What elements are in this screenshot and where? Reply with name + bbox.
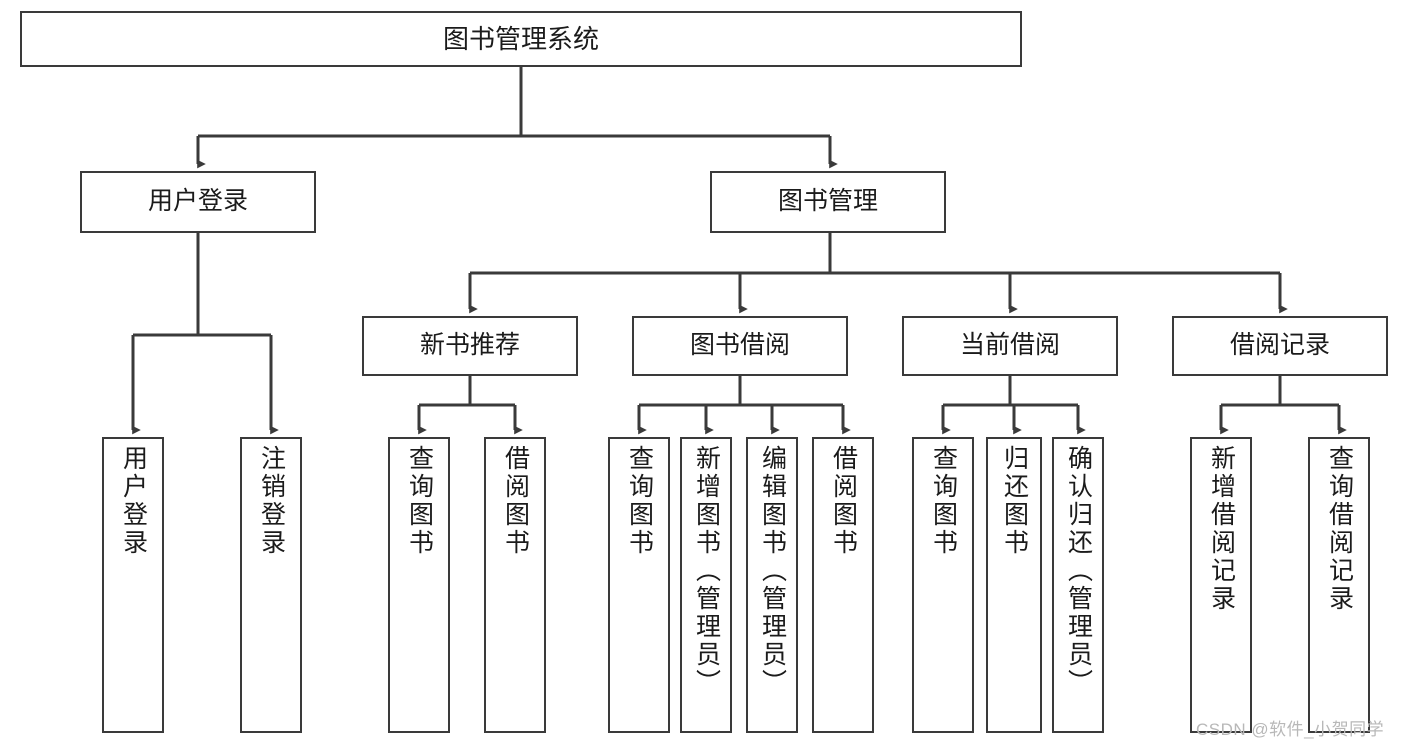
user-login-leaf-connectors [131,233,279,435]
node-leaf-add-record[interactable]: 新增借阅记录 [1190,437,1252,733]
node-leaf-add-record-label: 新增借阅记录 [1207,445,1236,613]
node-leaf-query-book-2-label: 查询图书 [625,445,654,557]
node-new-book-rec[interactable]: 新书推荐 [362,316,578,376]
node-leaf-query-record-label: 查询借阅记录 [1325,445,1354,613]
node-leaf-borrow-book-2[interactable]: 借阅图书 [812,437,874,733]
node-leaf-user-logout-label: 注销登录 [257,445,286,557]
node-user-login-label: 用户登录 [147,187,248,216]
node-leaf-confirm-return-label: 确认归还（管理员） [1064,445,1093,697]
node-leaf-query-book-1-label: 查询图书 [405,445,434,557]
current-borrow-leaf-connectors [941,376,1086,435]
borrow-record-leaf-connectors [1219,376,1347,435]
book-manage-branch-connectors [468,233,1288,314]
node-user-login[interactable]: 用户登录 [80,171,316,233]
node-leaf-user-logout[interactable]: 注销登录 [240,437,302,733]
node-leaf-add-book[interactable]: 新增图书（管理员） [680,437,732,733]
node-leaf-query-book-3-label: 查询图书 [929,445,958,557]
node-leaf-borrow-book-2-label: 借阅图书 [829,445,858,557]
node-book-manage-label: 图书管理 [777,187,878,216]
node-root-label: 图书管理系统 [442,23,599,54]
node-new-book-rec-label: 新书推荐 [419,331,520,360]
node-leaf-add-book-label: 新增图书（管理员） [692,445,721,697]
node-leaf-return-book-label: 归还图书 [1000,445,1029,557]
node-book-manage[interactable]: 图书管理 [710,171,946,233]
node-leaf-query-book-2[interactable]: 查询图书 [608,437,670,733]
node-leaf-query-record[interactable]: 查询借阅记录 [1308,437,1370,733]
node-root[interactable]: 图书管理系统 [20,11,1022,67]
node-leaf-user-login-label: 用户登录 [119,445,148,557]
node-current-borrow[interactable]: 当前借阅 [902,316,1118,376]
new-book-rec-leaf-connectors [417,376,523,435]
node-current-borrow-label: 当前借阅 [959,331,1060,360]
node-leaf-edit-book[interactable]: 编辑图书（管理员） [746,437,798,733]
node-book-borrow-label: 图书借阅 [689,331,790,360]
node-leaf-borrow-book-1-label: 借阅图书 [501,445,530,557]
root-branch-connectors [196,67,838,169]
csdn-watermark: CSDN @软件_小贺同学 [1196,720,1385,739]
node-borrow-record-label: 借阅记录 [1229,331,1330,360]
node-leaf-user-login[interactable]: 用户登录 [102,437,164,733]
node-leaf-edit-book-label: 编辑图书（管理员） [758,445,787,697]
node-leaf-confirm-return[interactable]: 确认归还（管理员） [1052,437,1104,733]
node-borrow-record[interactable]: 借阅记录 [1172,316,1388,376]
node-leaf-query-book-3[interactable]: 查询图书 [912,437,974,733]
book-borrow-leaf-connectors [637,376,851,435]
node-book-borrow[interactable]: 图书借阅 [632,316,848,376]
node-leaf-query-book-1[interactable]: 查询图书 [388,437,450,733]
node-leaf-return-book[interactable]: 归还图书 [986,437,1042,733]
node-leaf-borrow-book-1[interactable]: 借阅图书 [484,437,546,733]
